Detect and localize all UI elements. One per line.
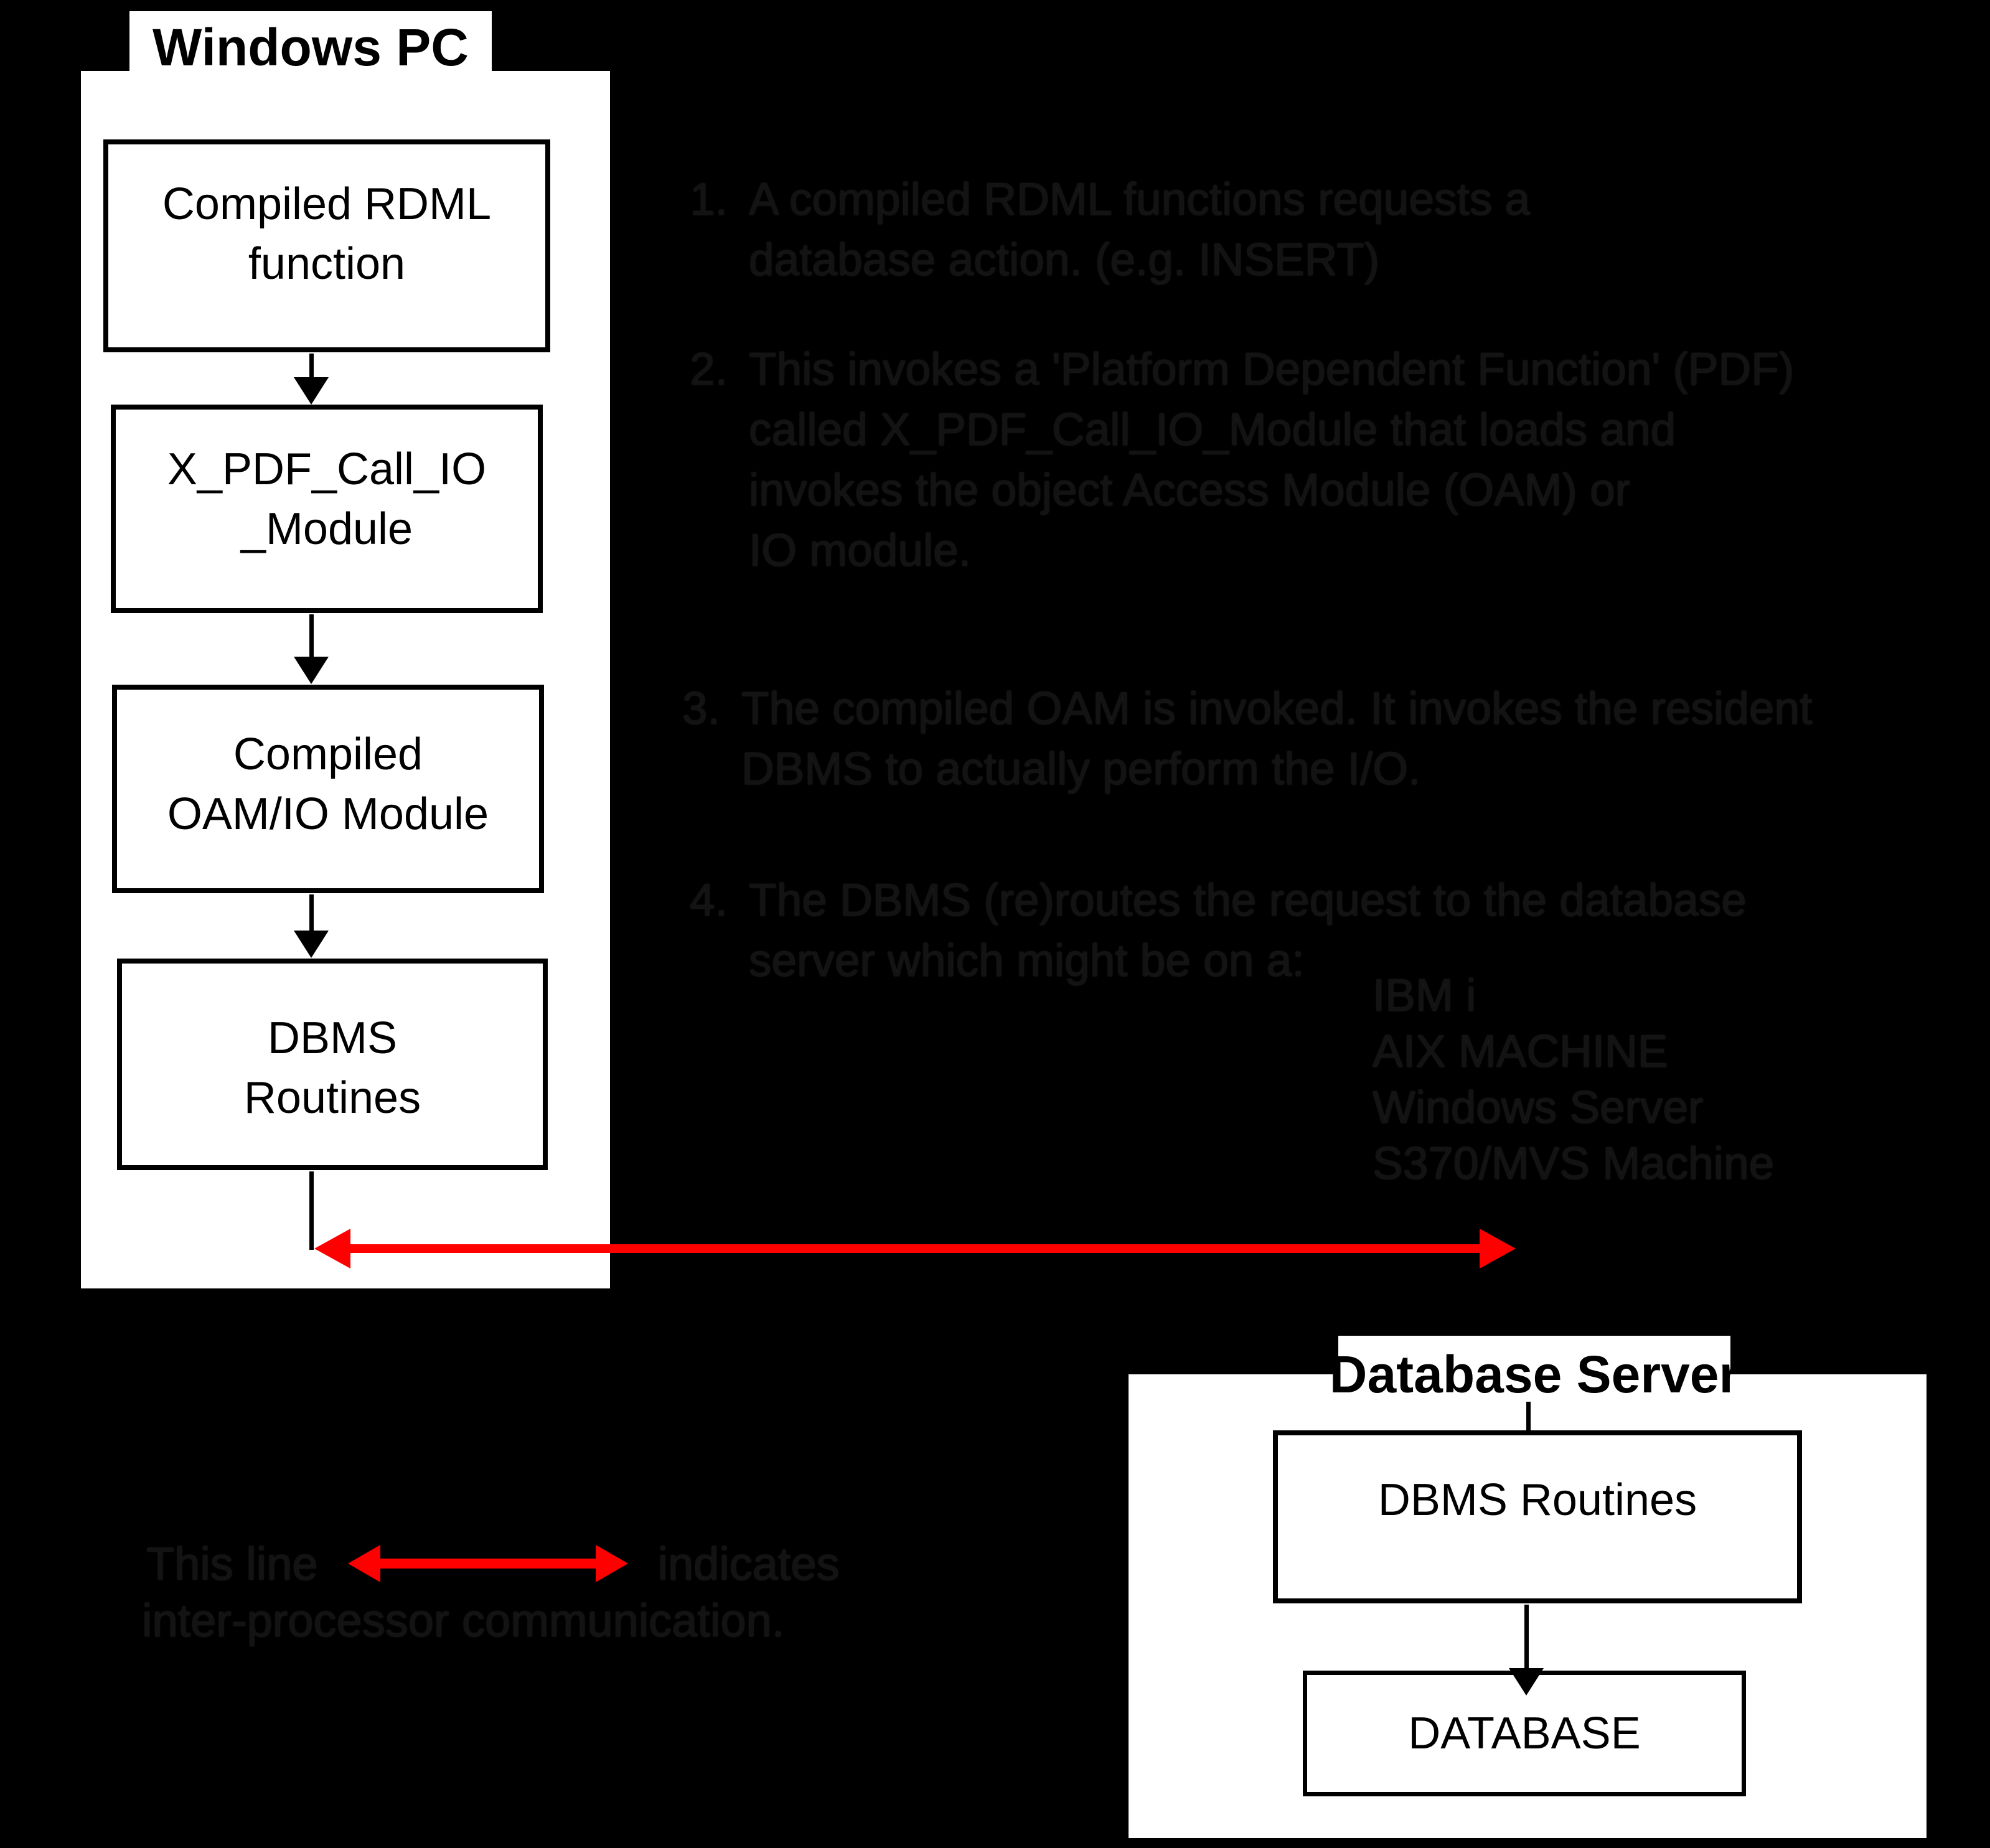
arrow-shaft — [372, 1559, 603, 1569]
flow-box-line: DBMS Routines — [1378, 1475, 1697, 1525]
arrow-head — [294, 377, 329, 405]
note-2: 2. This invokes a 'Platform Dependent Fu… — [690, 339, 1794, 581]
legend-text-suffix: indicates — [657, 1537, 840, 1590]
note-line: server which might be on a: — [749, 936, 1305, 986]
note-line: A compiled RDML functions requests a — [749, 174, 1531, 225]
arrow-stem — [309, 614, 314, 657]
note-4: 4. The DBMS (re)routes the request to th… — [690, 870, 1747, 991]
ipc-double-arrow-icon — [314, 1229, 1516, 1269]
legend-text-prefix: This line — [146, 1537, 318, 1590]
flow-box-line: Routines — [243, 1073, 421, 1123]
arrow-head — [1509, 1668, 1544, 1696]
arrow-stem — [309, 894, 314, 931]
arrow-stem — [309, 354, 314, 377]
note-line: The compiled OAM is invoked. It invokes … — [741, 683, 1813, 734]
server-option: S370/MVS Machine — [1373, 1138, 1775, 1189]
server-option: AIX MACHINE — [1373, 1026, 1668, 1077]
flow-box-line: function — [248, 239, 406, 289]
note-number: 2. — [690, 344, 728, 395]
arrow-shaft — [344, 1244, 1486, 1253]
note-line: called X_PDF_Call_IO_Module that loads a… — [749, 405, 1676, 455]
connector-stub — [309, 1171, 314, 1250]
flow-box-line: DATABASE — [1408, 1709, 1641, 1758]
note-line: IO module. — [749, 525, 972, 576]
flow-box-line: Compiled RDML — [162, 179, 492, 229]
arrow-stem — [1524, 1605, 1529, 1668]
flow-box-dbms-routines-pc: DBMS Routines — [117, 959, 548, 1170]
connector-stub — [1526, 1402, 1531, 1433]
note-line: database action. (e.g. INSERT) — [749, 235, 1380, 285]
note-line: This invokes a 'Platform Dependent Funct… — [749, 344, 1795, 395]
arrow-head-right — [1480, 1229, 1516, 1269]
flow-box-line: OAM/IO Module — [167, 789, 489, 839]
flow-box-line: Compiled — [233, 729, 423, 779]
down-arrow-icon — [291, 614, 331, 684]
arrow-head-left — [347, 1545, 380, 1582]
flow-box-x-pdf-call-io-module: X_PDF_Call_IO _Module — [111, 405, 543, 613]
note-lines: This invokes a 'Platform Dependent Funct… — [749, 339, 1794, 581]
legend-ipc-arrow-icon — [347, 1532, 628, 1595]
legend-row: This line indicates — [146, 1532, 840, 1595]
arrow-head-right — [595, 1545, 628, 1582]
note-number: 1. — [690, 174, 728, 225]
arrow-head — [294, 931, 329, 958]
note-lines: A compiled RDML functions requests a dat… — [749, 169, 1530, 290]
legend-line-2: inter-processor communication. — [142, 1595, 785, 1646]
flow-box-line: X_PDF_Call_IO — [167, 444, 487, 494]
server-options-list: IBM i AIX MACHINE Windows Server S370/MV… — [1373, 968, 1774, 1192]
note-lines: The DBMS (re)routes the request to the d… — [749, 870, 1747, 991]
arrow-head-left — [314, 1229, 350, 1269]
windows-pc-label: Windows PC — [129, 11, 492, 83]
flow-box-line: DBMS — [267, 1013, 398, 1063]
database-server-label: Database Server — [1330, 1336, 1739, 1413]
note-lines: The compiled OAM is invoked. It invokes … — [741, 678, 1812, 799]
note-number: 4. — [690, 875, 728, 926]
flow-box-compiled-oam-io-module: Compiled OAM/IO Module — [112, 685, 544, 893]
flow-box-database: DATABASE — [1303, 1671, 1746, 1796]
flow-box-dbms-routines-server: DBMS Routines — [1273, 1430, 1802, 1603]
server-option: IBM i — [1373, 970, 1476, 1021]
note-line: invokes the object Access Module (OAM) o… — [749, 465, 1630, 515]
note-3: 3. The compiled OAM is invoked. It invok… — [682, 678, 1812, 799]
note-number: 3. — [682, 683, 720, 734]
down-arrow-icon — [1506, 1605, 1546, 1696]
down-arrow-icon — [291, 354, 331, 405]
note-line: The DBMS (re)routes the request to the d… — [749, 875, 1747, 926]
flow-box-compiled-rdml-function: Compiled RDML function — [103, 139, 550, 352]
server-option: Windows Server — [1373, 1082, 1704, 1133]
note-1: 1. A compiled RDML functions requests a … — [690, 169, 1530, 290]
flow-box-line: _Module — [240, 504, 413, 554]
down-arrow-icon — [291, 894, 331, 958]
arrow-head — [294, 657, 329, 684]
note-line: DBMS to actually perform the I/O. — [741, 744, 1421, 794]
